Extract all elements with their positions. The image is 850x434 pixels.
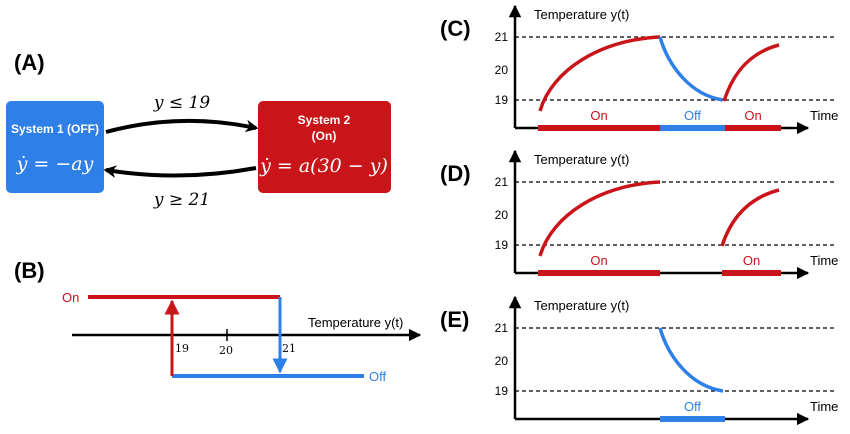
temperature-curve bbox=[722, 43, 780, 102]
system1-title: System 1 (OFF) bbox=[11, 122, 99, 136]
temperature-curve bbox=[720, 188, 780, 247]
y-tick-label: 19 bbox=[495, 238, 509, 252]
panel-e-label: (E) bbox=[440, 307, 469, 332]
system2-equation: ẏ = a(30 − y) bbox=[259, 155, 388, 177]
system2-box bbox=[258, 101, 391, 193]
panel-b: (B) On Off Temperature y(t) 19 20 21 bbox=[14, 258, 422, 384]
x-axis-label: Time bbox=[810, 399, 838, 414]
system2-subtitle: (On) bbox=[312, 129, 337, 143]
y-tick-label: 21 bbox=[495, 30, 509, 44]
y-tick-label: 20 bbox=[495, 354, 509, 368]
y-axis-label: Temperature y(t) bbox=[534, 7, 629, 22]
top-condition: y ≤ 19 bbox=[153, 93, 210, 113]
panel-d-label: (D) bbox=[440, 161, 471, 186]
temperature-curve bbox=[658, 36, 724, 102]
y-tick-label: 20 bbox=[495, 63, 509, 77]
y-tick-label: 21 bbox=[495, 321, 509, 335]
system1-box bbox=[6, 101, 104, 193]
transition-arrow-off-to-on bbox=[105, 118, 259, 134]
panel-a-label: (A) bbox=[14, 50, 45, 75]
state-label-on: On bbox=[590, 108, 607, 123]
on-label: On bbox=[62, 290, 79, 305]
y-tick-label: 19 bbox=[495, 93, 509, 107]
y-tick-label: 21 bbox=[495, 175, 509, 189]
state-label-on: On bbox=[590, 253, 607, 268]
panel-a: (A) System 1 (OFF) ẏ = −ay System 2 (On)… bbox=[6, 50, 391, 210]
axis-label: Temperature y(t) bbox=[308, 315, 403, 330]
transition-arrow-on-to-off bbox=[103, 165, 257, 178]
temperature-curve bbox=[658, 327, 724, 393]
y-tick-label: 20 bbox=[495, 208, 509, 222]
temperature-curve bbox=[538, 35, 661, 112]
off-label: Off bbox=[369, 369, 386, 384]
state-label-on: On bbox=[743, 253, 760, 268]
temperature-curve bbox=[538, 180, 661, 257]
y-axis-label: Temperature y(t) bbox=[534, 152, 629, 167]
y-axis-label: Temperature y(t) bbox=[534, 298, 629, 313]
tick-label-19: 19 bbox=[175, 342, 189, 355]
state-label-off: Off bbox=[684, 108, 701, 123]
bottom-condition: y ≥ 21 bbox=[153, 190, 210, 210]
state-label-on: On bbox=[744, 108, 761, 123]
panel-b-label: (B) bbox=[14, 258, 45, 283]
tick-label-21: 21 bbox=[282, 342, 296, 355]
system1-equation: ẏ = −ay bbox=[16, 153, 94, 175]
x-axis-label: Time bbox=[810, 108, 838, 123]
y-tick-label: 19 bbox=[495, 384, 509, 398]
panel-c-label: (C) bbox=[440, 16, 471, 41]
x-axis-label: Time bbox=[810, 253, 838, 268]
state-label-off: Off bbox=[684, 399, 701, 414]
system2-title: System 2 bbox=[298, 113, 351, 127]
tick-label-20: 20 bbox=[219, 344, 233, 357]
